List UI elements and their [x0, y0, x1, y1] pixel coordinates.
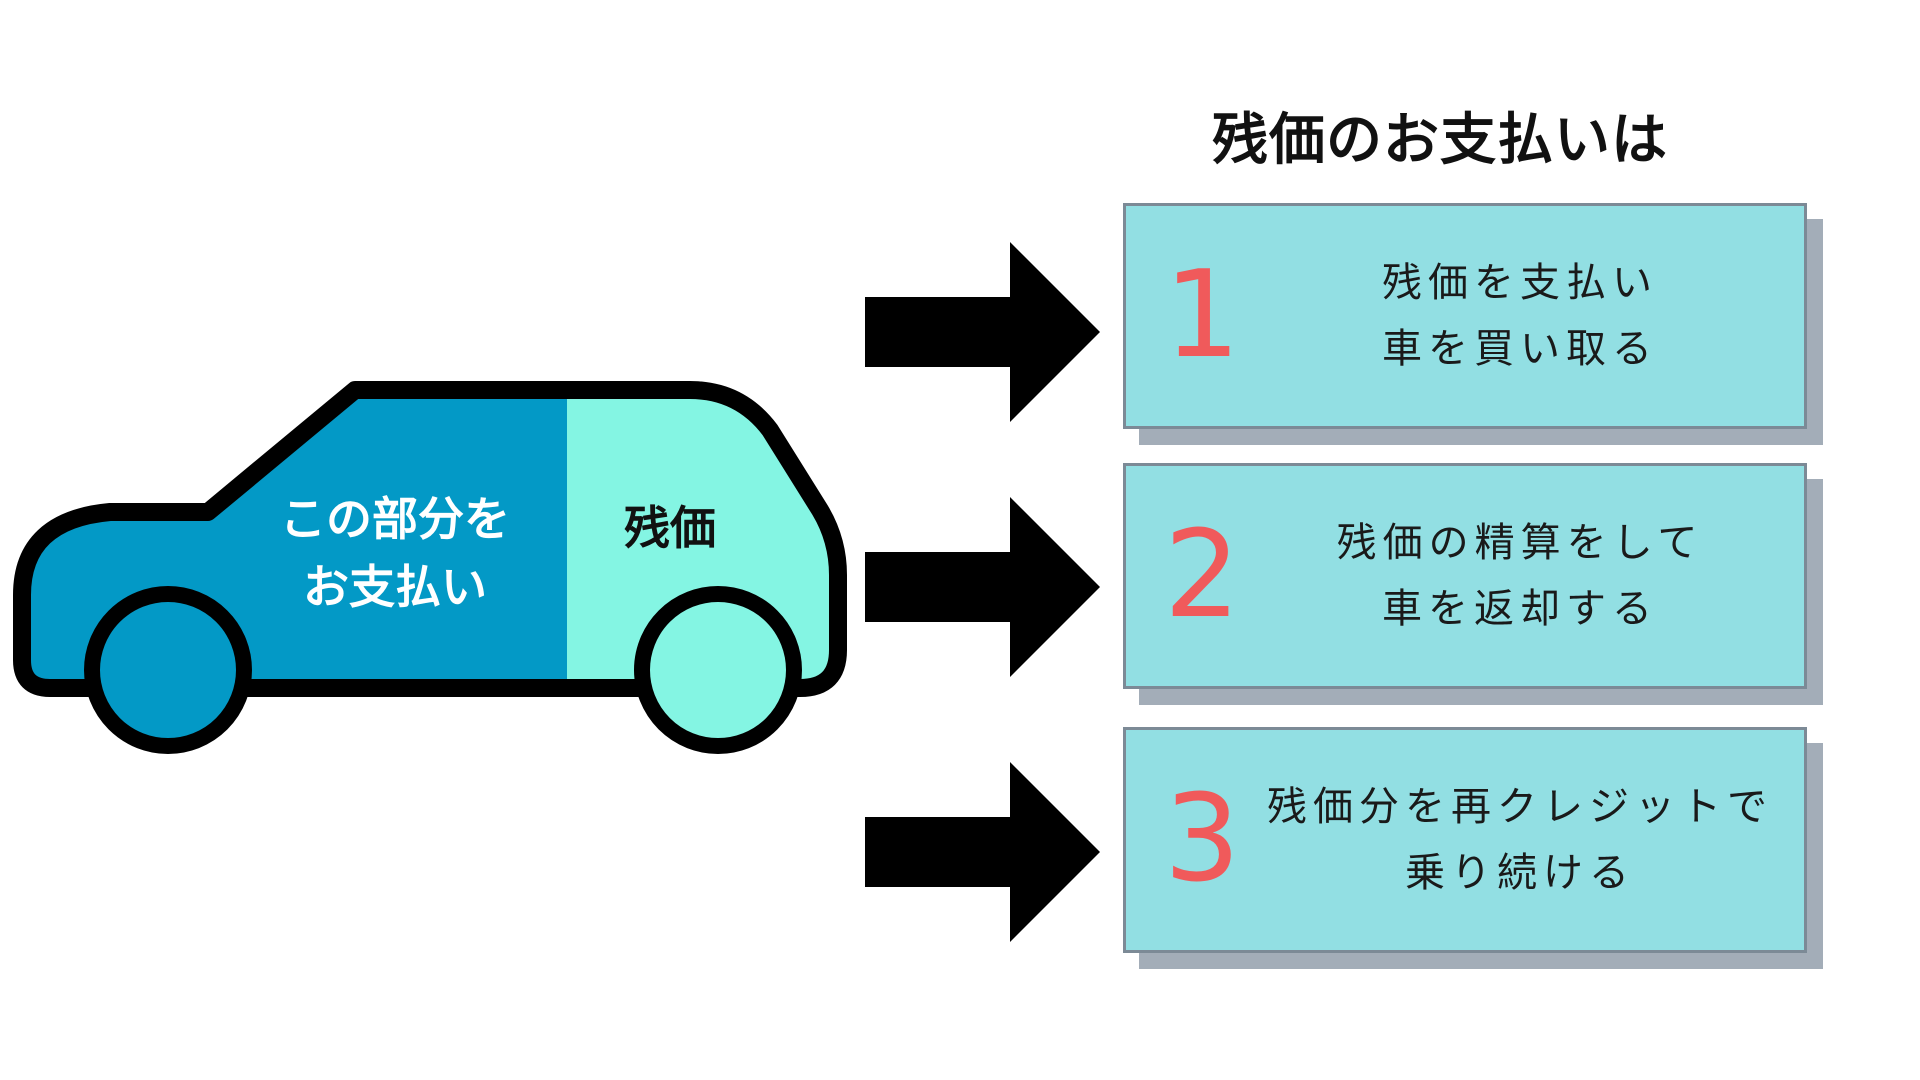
option-text-line: 残価を支払い [1382, 260, 1658, 306]
car-outline [13, 381, 847, 697]
option-text-line: 乗り続ける [1405, 850, 1635, 896]
page-title: 残価のお支払いは [1212, 108, 1668, 173]
option-card-1: 1 残価を支払い 車を買い取る [1123, 203, 1823, 445]
option-text-line: 残価分を再クレジットで [1267, 784, 1773, 830]
option-card-3: 3 残価分を再クレジットで 乗り続ける [1123, 727, 1823, 969]
car-residual-label: 残価 [624, 501, 716, 555]
option-text-line: 残価の精算をして [1336, 520, 1704, 566]
option-text-line: 車を買い取る [1382, 326, 1658, 372]
option-number: 2 [1164, 506, 1241, 645]
card-face: 2 残価の精算をして 車を返却する [1123, 463, 1807, 689]
front-wheel [84, 586, 252, 754]
option-text: 残価を支払い 車を買い取る [1256, 250, 1784, 382]
car-paid-label: この部分を お支払い [245, 485, 545, 621]
rear-wheel [634, 586, 802, 754]
option-card-2: 2 残価の精算をして 車を返却する [1123, 463, 1823, 705]
option-text-line: 車を返却する [1382, 586, 1658, 632]
car-paid-label-line: この部分を [280, 492, 510, 546]
right-arrow-icon [865, 242, 1100, 422]
option-text: 残価の精算をして 車を返却する [1256, 510, 1784, 642]
option-number: 1 [1164, 246, 1241, 385]
car-paid-label-line: お支払い [303, 560, 487, 614]
right-arrow-icon [865, 762, 1100, 942]
card-face: 1 残価を支払い 車を買い取る [1123, 203, 1807, 429]
option-number: 3 [1164, 770, 1241, 909]
card-face: 3 残価分を再クレジットで 乗り続ける [1123, 727, 1807, 953]
right-arrow-icon [865, 497, 1100, 677]
option-text: 残価分を再クレジットで 乗り続ける [1256, 774, 1784, 906]
